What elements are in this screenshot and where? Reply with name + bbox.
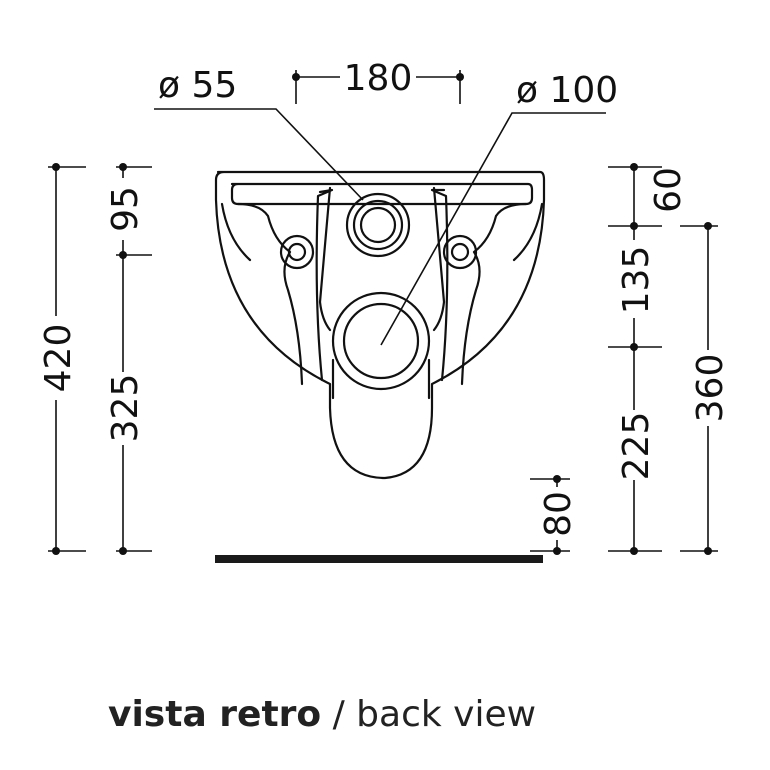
right-mount-hole-inner	[450, 242, 470, 262]
label-180: 180	[344, 58, 413, 99]
label-360: 360	[690, 354, 731, 423]
label-95: 95	[105, 186, 146, 232]
dim-dot	[119, 163, 127, 171]
dim-dot	[553, 547, 561, 555]
dim-dot	[704, 222, 712, 230]
inlet-mid	[352, 199, 404, 251]
dim-dot	[630, 222, 638, 230]
label-d55: ø 55	[158, 65, 237, 106]
dim-dot	[119, 251, 127, 259]
label-80: 80	[538, 491, 579, 537]
left-rib	[236, 202, 304, 386]
right-mount-hole-outer	[442, 234, 478, 270]
label-d100: ø 100	[516, 70, 618, 111]
bowl-outline	[214, 170, 546, 480]
leader-d55	[154, 108, 364, 201]
central-column	[318, 186, 446, 332]
dim-dot	[704, 547, 712, 555]
left-mount-hole-outer	[279, 234, 315, 270]
dim-line-360	[680, 225, 718, 552]
floor-line	[215, 555, 543, 563]
inlet-outer	[345, 192, 411, 258]
right-rib	[460, 202, 528, 386]
outlet-outer	[331, 291, 431, 391]
label-420: 420	[38, 324, 79, 393]
view-caption: vista retro / back view	[108, 694, 536, 735]
left-mount-hole-inner	[287, 242, 307, 262]
caption-separator: /	[321, 694, 357, 735]
dim-dot	[630, 547, 638, 555]
inlet-inner	[359, 206, 397, 244]
label-325: 325	[105, 374, 146, 443]
dim-dot	[630, 343, 638, 351]
label-135: 135	[616, 246, 657, 315]
dim-dot	[52, 163, 60, 171]
label-60: 60	[648, 167, 689, 213]
caption-italian: vista retro	[108, 694, 322, 735]
caption-english: back view	[356, 694, 537, 735]
rim-band	[230, 182, 534, 206]
right-inner-rib	[430, 188, 544, 382]
label-225: 225	[616, 412, 657, 481]
dim-dot	[630, 163, 638, 171]
dim-dot	[456, 73, 464, 81]
dim-line-95-325	[116, 166, 152, 552]
dim-line-180	[295, 70, 461, 104]
leader-d100	[380, 112, 606, 346]
dim-line-420	[48, 166, 86, 552]
outlet-inner	[342, 302, 420, 380]
dim-dot	[553, 475, 561, 483]
dim-dot	[52, 547, 60, 555]
outlet-neck	[331, 358, 431, 400]
dim-dot	[292, 73, 300, 81]
dim-dot	[119, 547, 127, 555]
left-inner-rib	[220, 188, 334, 382]
